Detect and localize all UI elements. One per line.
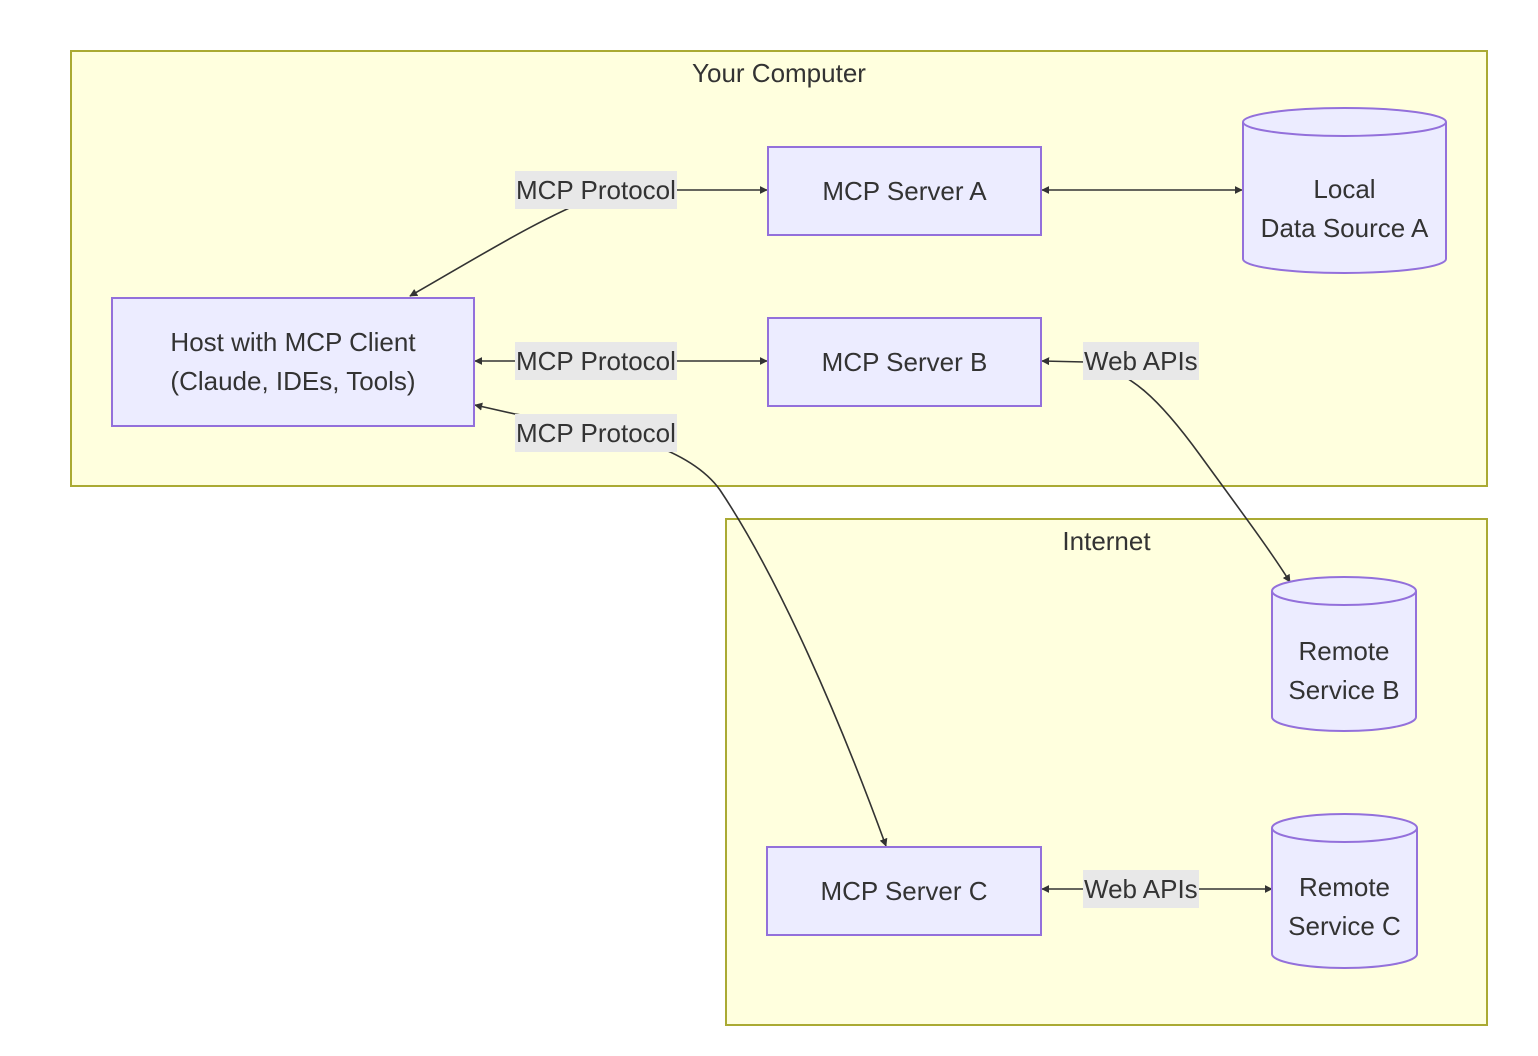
local-a-line-2: Data Source A xyxy=(1260,213,1429,243)
host-node-line-2: (Claude, IDEs, Tools) xyxy=(170,366,416,396)
edge-label-host-server-b: MCP Protocol xyxy=(515,342,677,380)
remote-service-b-node: Remote Service B xyxy=(1271,576,1417,732)
remote-b-line-1: Remote xyxy=(1298,636,1390,666)
cylinder-shape-remote-c xyxy=(1271,813,1418,969)
cylinder-shape-remote-b xyxy=(1271,576,1417,732)
mcp-server-c-node: MCP Server C xyxy=(766,846,1042,936)
host-node: Host with MCP Client (Claude, IDEs, Tool… xyxy=(111,297,475,427)
edge-label-host-server-a: MCP Protocol xyxy=(515,171,677,209)
edge-label-host-server-c: MCP Protocol xyxy=(515,414,677,452)
cylinder-shape-local-a xyxy=(1242,107,1447,274)
edge-server-b-to-remote-b xyxy=(1041,357,1291,583)
edge-host-to-server-c xyxy=(474,402,888,847)
mcp-server-b-node: MCP Server B xyxy=(767,317,1042,407)
local-data-source-a-node: Local Data Source A xyxy=(1242,107,1447,275)
remote-b-line-2: Service B xyxy=(1288,675,1400,705)
remote-c-line-1: Remote xyxy=(1298,872,1391,902)
host-node-line-1: Host with MCP Client xyxy=(170,327,416,357)
mcp-server-c-label: MCP Server C xyxy=(820,875,988,906)
edge-label-server-b-remote-b: Web APIs xyxy=(1083,342,1199,380)
local-a-line-1: Local xyxy=(1313,174,1376,204)
edge-label-server-c-remote-c: Web APIs xyxy=(1083,870,1199,908)
mcp-server-a-node: MCP Server A xyxy=(767,146,1042,236)
mcp-server-a-label: MCP Server A xyxy=(822,175,987,206)
mcp-server-b-label: MCP Server B xyxy=(821,346,988,377)
remote-service-c-node: Remote Service C xyxy=(1271,813,1418,969)
remote-c-line-2: Service C xyxy=(1288,911,1401,941)
group-title-your-computer: Your Computer xyxy=(692,58,866,88)
